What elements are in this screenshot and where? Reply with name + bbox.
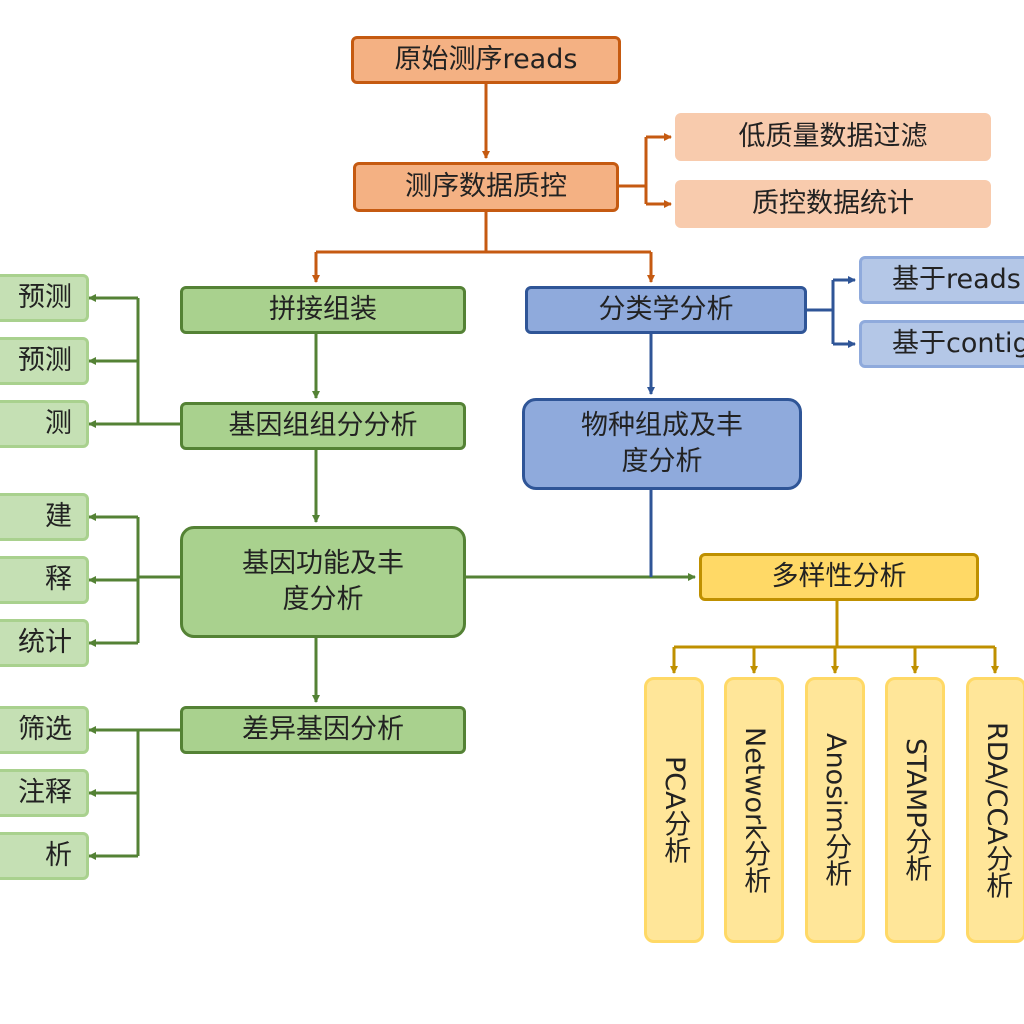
node-left-9: 析 [0, 832, 89, 880]
node-left-3: 测 [0, 400, 89, 448]
node-left-4-label: 建 [45, 500, 72, 532]
node-stamp-label: STAMP分析 [900, 738, 932, 882]
node-qc: 测序数据质控 [353, 162, 619, 212]
node-left-7-label: 筛选 [18, 713, 72, 745]
node-left-9-label: 析 [45, 839, 72, 871]
node-assembly: 拼接组装 [180, 286, 466, 334]
node-diversity: 多样性分析 [699, 553, 979, 601]
connector-taxonomy-bracket [807, 280, 835, 312]
node-taxonomy: 分类学分析 [525, 286, 807, 334]
node-stamp: STAMP分析 [885, 677, 945, 943]
node-raw-reads: 原始测序reads [351, 36, 621, 84]
node-diff-gene: 差异基因分析 [180, 706, 466, 754]
node-left-5: 释 [0, 556, 89, 604]
node-pca-label: PCA分析 [659, 756, 691, 864]
node-diversity-label: 多样性分析 [771, 560, 907, 592]
node-raw-reads-label: 原始测序reads [394, 43, 578, 75]
node-qc-stats: 质控数据统计 [675, 180, 991, 228]
node-qc-stats-label: 质控数据统计 [752, 187, 914, 219]
node-left-3-label: 测 [45, 407, 72, 439]
node-by-reads-label: 基于reads [892, 263, 1021, 295]
node-genome-component: 基因组组分分析 [180, 402, 466, 450]
node-by-contigs: 基于contigs [859, 320, 1024, 368]
node-left-7: 筛选 [0, 706, 89, 754]
node-low-quality-filter: 低质量数据过滤 [675, 113, 991, 161]
node-by-contigs-label: 基于contigs [892, 327, 1024, 359]
node-rda-cca-label: RDA/CCA分析 [981, 721, 1013, 899]
node-rda-cca: RDA/CCA分析 [966, 677, 1024, 943]
node-genome-component-label: 基因组组分分析 [228, 409, 418, 441]
node-network-label: Network分析 [739, 726, 771, 894]
node-diff-gene-label: 差异基因分析 [242, 713, 404, 745]
node-left-1: 预测 [0, 274, 89, 322]
node-left-8: 注释 [0, 769, 89, 817]
node-species-abundance-label: 物种组成及丰度分析 [581, 409, 743, 477]
node-left-8-label: 注释 [18, 776, 72, 808]
node-network: Network分析 [724, 677, 784, 943]
node-gene-function-label: 基因功能及丰度分析 [242, 547, 404, 615]
node-anosim: Anosim分析 [805, 677, 865, 943]
node-assembly-label: 拼接组装 [269, 293, 377, 325]
node-low-quality-filter-label: 低质量数据过滤 [738, 120, 928, 152]
node-qc-label: 测序数据质控 [405, 170, 567, 202]
node-left-2-label: 预测 [18, 344, 72, 376]
node-left-2: 预测 [0, 337, 89, 385]
node-by-reads: 基于reads [859, 256, 1024, 304]
node-left-6-label: 统计 [18, 626, 72, 658]
node-left-1-label: 预测 [18, 281, 72, 313]
node-anosim-label: Anosim分析 [820, 733, 852, 887]
node-species-abundance: 物种组成及丰度分析 [522, 398, 802, 490]
node-gene-function: 基因功能及丰度分析 [180, 526, 466, 638]
node-left-5-label: 释 [45, 563, 72, 595]
node-pca: PCA分析 [644, 677, 704, 943]
node-left-6: 统计 [0, 619, 89, 667]
node-taxonomy-label: 分类学分析 [598, 293, 734, 325]
node-left-4: 建 [0, 493, 89, 541]
connector-qc-bracket [619, 137, 648, 188]
